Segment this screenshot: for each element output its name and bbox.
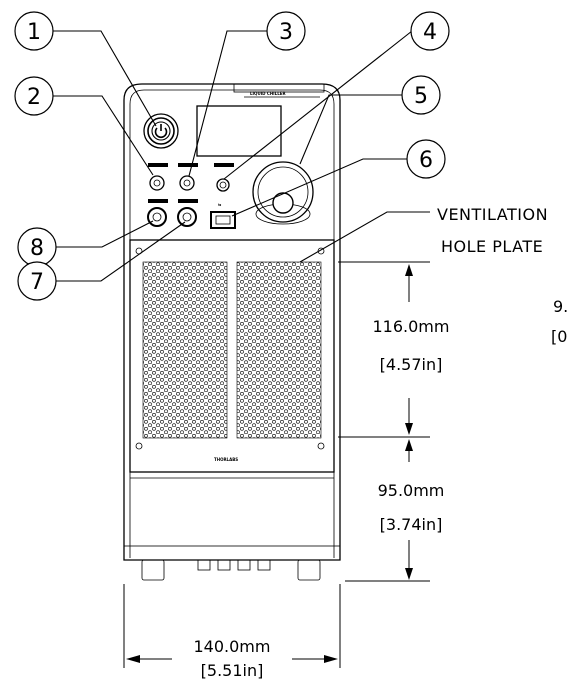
connector-3[interactable]	[178, 163, 198, 191]
svg-text:7: 7	[30, 270, 44, 295]
leader-5	[299, 94, 402, 165]
connector-2[interactable]	[148, 163, 168, 191]
callout-3: 3	[266, 11, 306, 51]
dim-95-in: [3.74in]	[380, 515, 443, 534]
bottom-port-1	[197, 559, 211, 571]
callout-7: 7	[17, 261, 57, 301]
callout-4: 4	[410, 11, 450, 51]
svg-text:4: 4	[423, 20, 437, 45]
callout-2: 2	[14, 76, 54, 116]
ventilation-note-line2: HOLE PLATE	[441, 237, 543, 256]
arrow-95-bottom	[405, 568, 413, 580]
svg-text:2: 2	[27, 85, 41, 110]
arrow-116-top	[405, 264, 413, 276]
ventilation-note-line1: VENTILATION	[437, 205, 548, 224]
plate-screw-top-right	[317, 247, 325, 255]
housing-inner-outline	[129, 89, 335, 558]
leader-2	[53, 95, 154, 176]
arrow-116-bottom	[405, 423, 413, 435]
dim-116-mm: 116.0mm	[373, 317, 450, 336]
control-knob[interactable]	[252, 161, 314, 225]
dim-cut-mm: 9.	[553, 297, 568, 316]
brand-label: THORLABS	[214, 457, 238, 462]
svg-text:6: 6	[419, 148, 433, 173]
callout-1: 1	[14, 11, 54, 51]
arrow-140-right	[324, 655, 338, 663]
bottom-port-2	[217, 559, 231, 571]
dim-140-mm: 140.0mm	[194, 637, 271, 656]
leader-4	[223, 30, 413, 180]
arrow-140-left	[126, 655, 140, 663]
dim-95-mm: 95.0mm	[378, 481, 445, 500]
callout-8: 8	[17, 227, 57, 267]
power-icon	[154, 124, 168, 139]
right-hole-grid	[236, 261, 322, 439]
leader-1	[53, 30, 157, 127]
svg-text:3: 3	[279, 20, 293, 45]
bottom-port-3	[237, 559, 251, 571]
connector-4[interactable]	[214, 163, 234, 192]
left-hole-grid	[142, 261, 228, 439]
dim-116-in: [4.57in]	[380, 355, 443, 374]
leader-3	[188, 30, 268, 177]
top-label: LIQUID CHILLER	[250, 91, 286, 96]
dim-140-in: [5.51in]	[201, 661, 264, 680]
foot-left	[141, 559, 165, 581]
callout-5: 5	[401, 75, 441, 115]
leader-6	[231, 158, 407, 217]
foot-right	[297, 559, 321, 581]
leader-7	[56, 221, 186, 282]
vertical-dimensions	[338, 261, 430, 582]
svg-text:8: 8	[30, 236, 44, 261]
svg-text:5: 5	[414, 84, 428, 109]
device-body	[123, 83, 341, 581]
dim-cut-in: [0	[551, 327, 567, 346]
leader-8	[56, 220, 154, 248]
ventilation-hole-plate: THORLABS	[129, 239, 335, 473]
bottom-port-4	[257, 559, 271, 571]
leader-lines	[53, 30, 430, 282]
usb-port[interactable]: ⇆	[210, 202, 236, 229]
leader-vent	[299, 211, 430, 263]
callout-6: 6	[406, 139, 446, 179]
usb-icon: ⇆	[218, 202, 222, 207]
base-strip	[123, 545, 341, 561]
connector-7[interactable]	[177, 199, 198, 227]
power-button[interactable]	[143, 113, 179, 149]
display-window	[196, 105, 282, 157]
housing-outline	[123, 83, 341, 561]
plate-screw-bottom-right	[317, 442, 325, 450]
plate-screw-bottom-left	[135, 442, 143, 450]
svg-text:1: 1	[27, 20, 41, 45]
horizontal-dimension	[123, 584, 341, 668]
